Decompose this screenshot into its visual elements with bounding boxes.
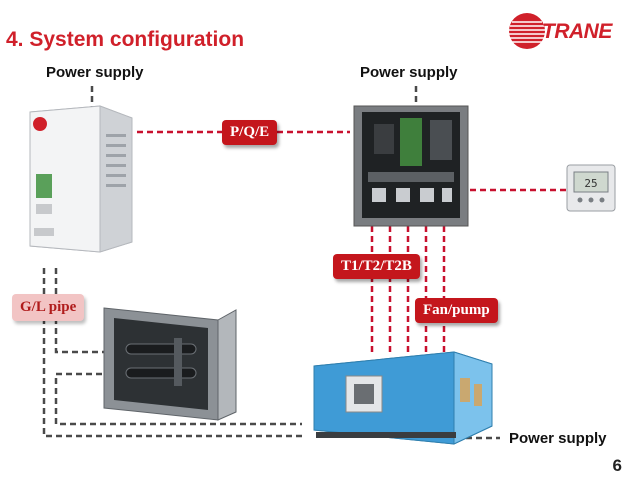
controller-display: 25 — [584, 177, 597, 190]
dx-coil-icon — [103, 307, 237, 421]
wired-controller-icon: 25 — [566, 164, 616, 212]
brand-name: TRANE — [542, 20, 612, 43]
power-supply-label-controlbox: Power supply — [360, 64, 458, 81]
pipe-line-gas — [54, 268, 112, 354]
t1t2t2b-tag: T1/T2/T2B — [333, 254, 420, 279]
brand-logo: TRANE — [508, 10, 616, 54]
ahu-icon — [313, 351, 493, 445]
gl-pipe-tag: G/L pipe — [12, 294, 85, 321]
power-supply-label-ahu: Power supply — [509, 430, 607, 447]
outdoor-unit-icon — [29, 105, 133, 253]
page-title: 4. System configuration — [6, 28, 245, 51]
fan-pump-tag: Fan/pump — [415, 298, 498, 323]
page-number: 6 — [612, 456, 622, 475]
pipe-line-liquid — [54, 372, 302, 426]
control-box-icon — [353, 105, 469, 227]
pqe-tag: P/Q/E — [222, 120, 278, 145]
pipe-line-outer — [42, 268, 302, 438]
power-supply-label-outdoor: Power supply — [46, 64, 144, 81]
trane-circle-icon — [509, 13, 545, 49]
